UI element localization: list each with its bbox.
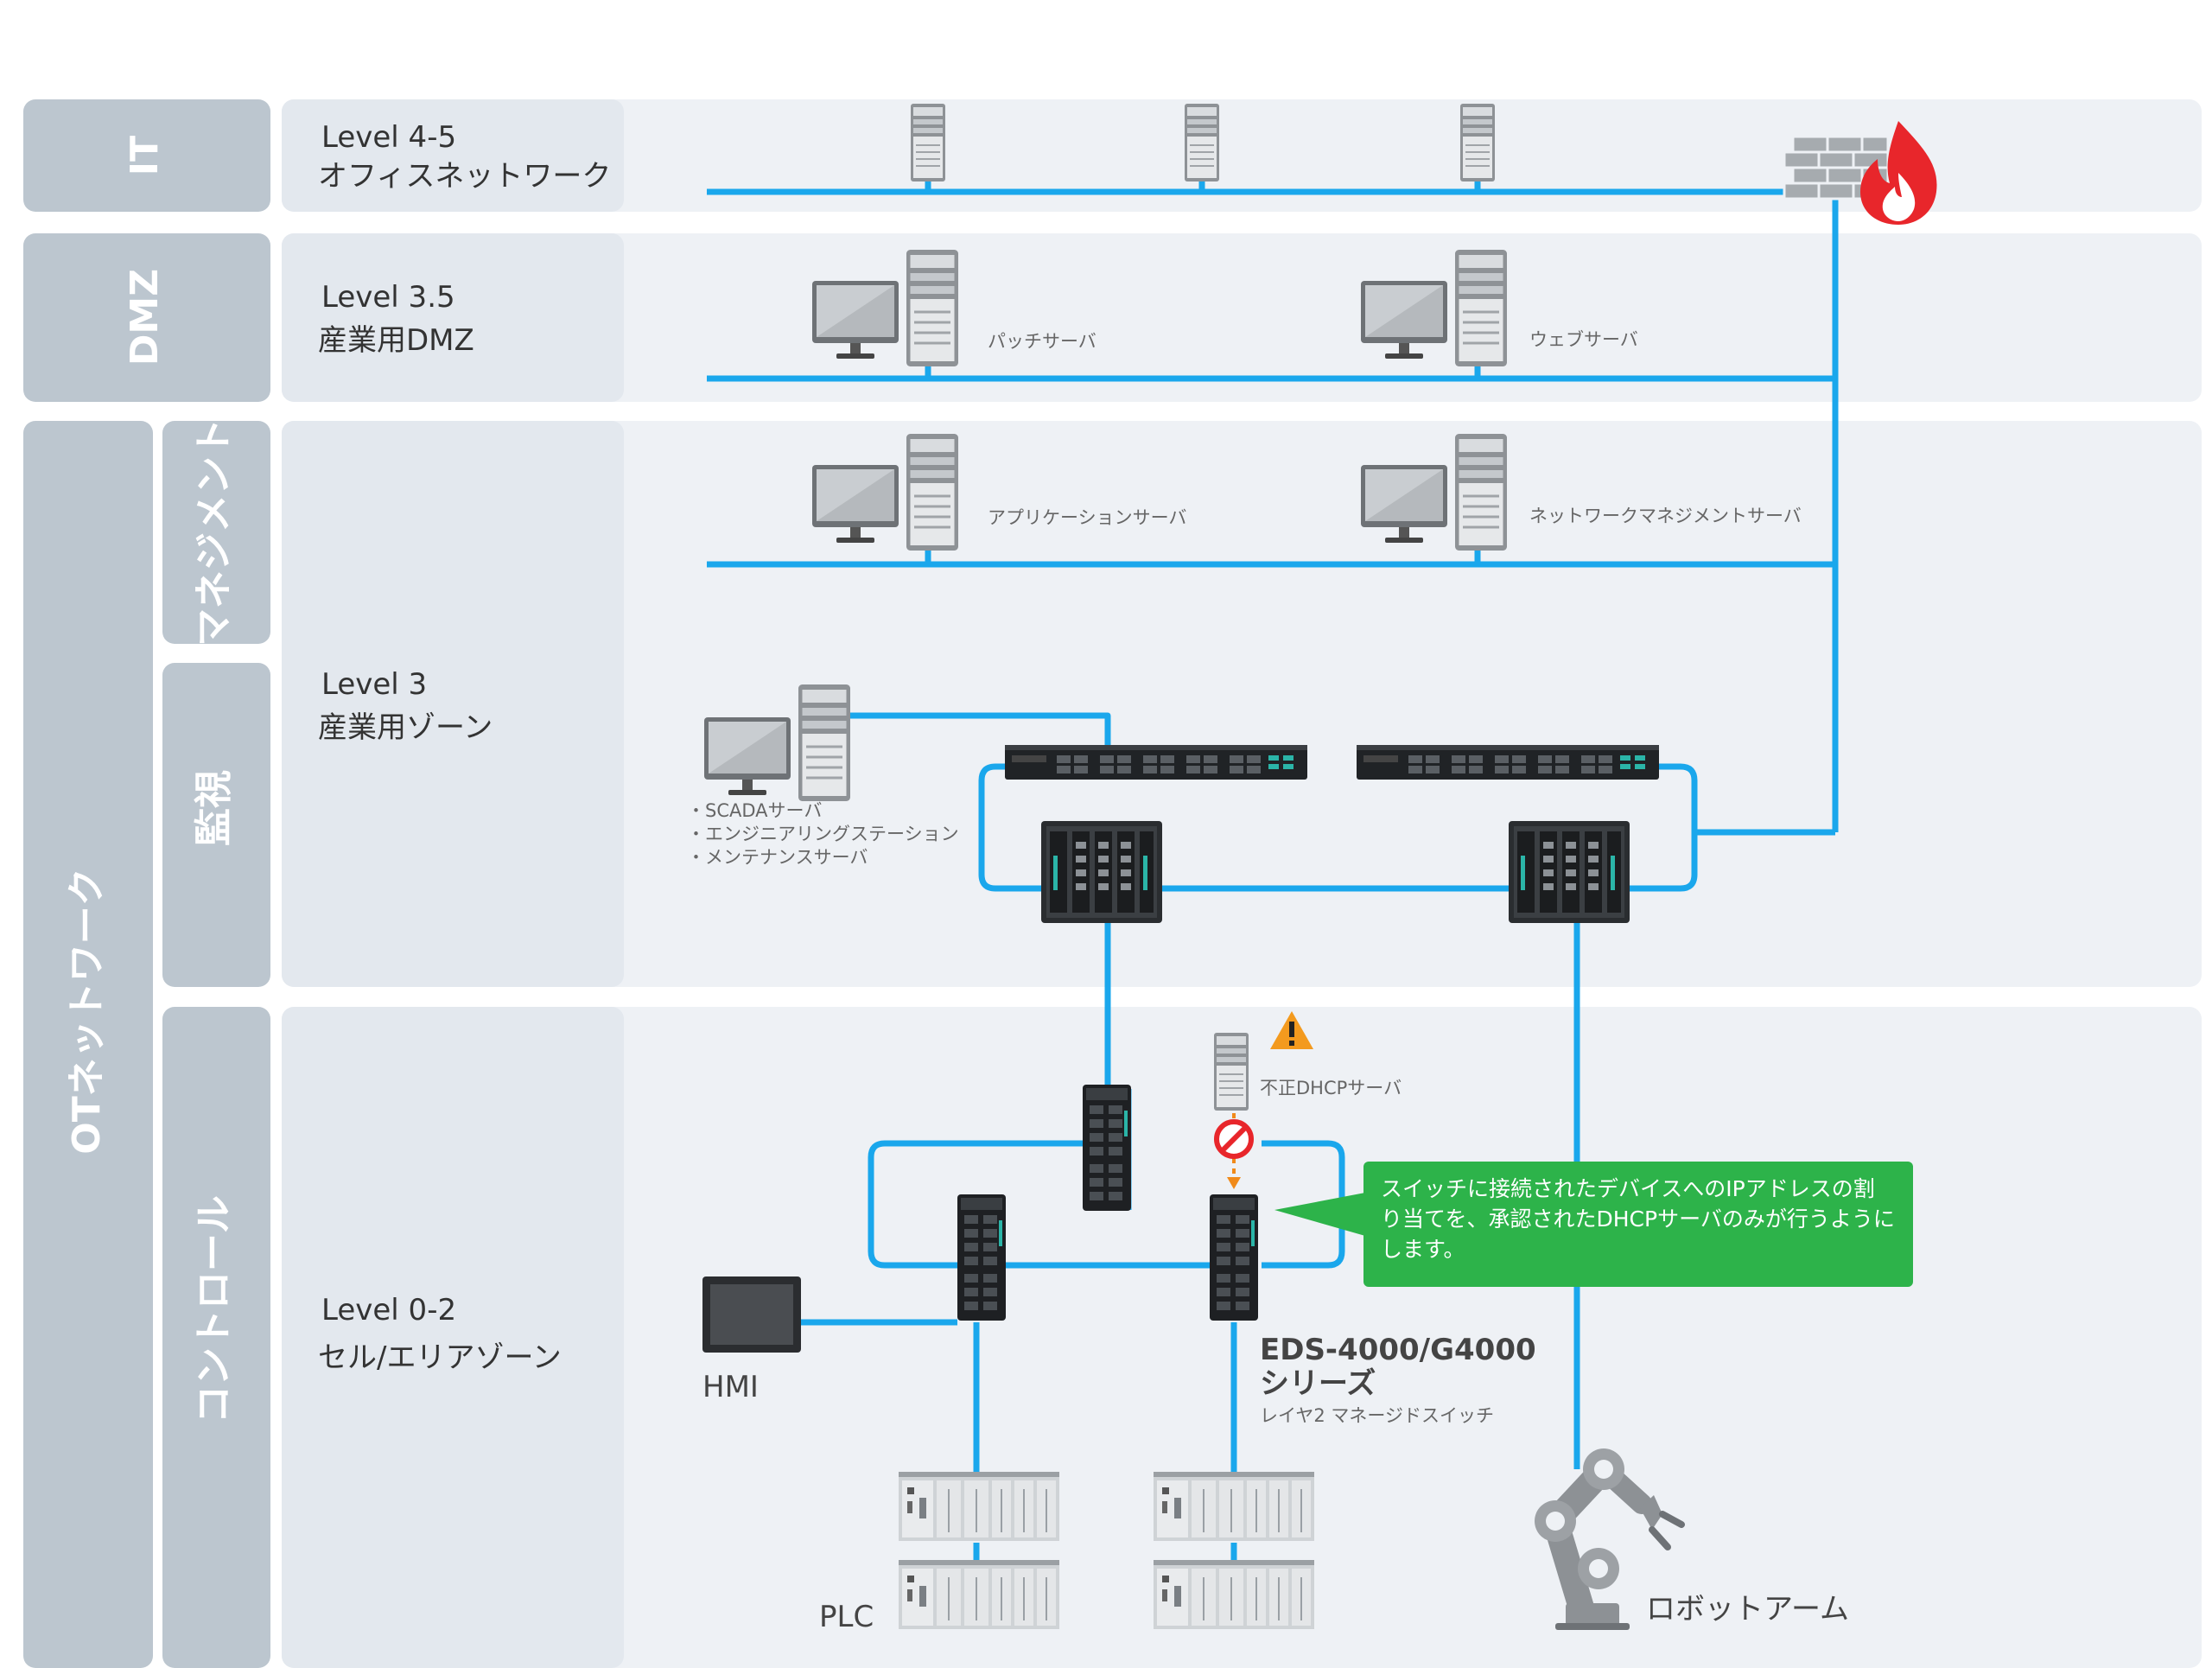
app-server-tower xyxy=(905,432,960,552)
core-switch-1 xyxy=(1005,745,1307,780)
rogue-dhcp-label: 不正DHCPサーバ xyxy=(1260,1078,1402,1098)
level-3-title: Level 3 xyxy=(321,667,427,702)
hmi-label: HMI xyxy=(702,1370,759,1404)
robot-arm-label: ロボットアーム xyxy=(1646,1592,1849,1627)
level-3-5-subtitle: 産業用DMZ xyxy=(318,323,474,358)
zone-tab-ot: OTネットワーク xyxy=(23,421,153,1668)
din-switch-top xyxy=(1083,1085,1131,1211)
level-4-5-title: Level 4-5 xyxy=(321,120,456,155)
scada-list-item-2: ・エンジニアリングステーション xyxy=(687,824,959,844)
firewall-icon xyxy=(1783,121,1937,225)
switch-series-title-1: EDS-4000/G4000 xyxy=(1260,1333,1536,1367)
zone-tab-management: マネジメント xyxy=(162,418,270,646)
hmi-device xyxy=(702,1276,801,1353)
zone-tab-monitoring: 監視 xyxy=(162,663,270,987)
plc-label: PLC xyxy=(819,1600,874,1634)
zone-label-ot: OTネットワーク xyxy=(65,868,109,1154)
zone-tab-dmz: DMZ xyxy=(23,233,270,402)
office-server-3 xyxy=(1459,103,1496,182)
level-3-5-title: Level 3.5 xyxy=(321,280,455,315)
zone-label-monitoring: 監視 xyxy=(192,770,236,846)
rogue-dhcp-server xyxy=(1213,1032,1249,1111)
scada-list-item-3: ・メンテナンスサーバ xyxy=(687,847,868,868)
scada-tower xyxy=(797,683,852,803)
web-server-label: ウェブサーバ xyxy=(1529,329,1638,350)
warning-icon xyxy=(1270,1011,1313,1049)
office-server-2 xyxy=(1184,103,1220,182)
zone-label-dmz: DMZ xyxy=(123,269,167,366)
din-switch-right xyxy=(1210,1194,1258,1321)
plc-unit-3 xyxy=(1153,1471,1315,1542)
zone-label-it: IT xyxy=(123,136,167,175)
web-server-tower xyxy=(1453,248,1509,368)
plc-unit-1 xyxy=(898,1471,1060,1542)
panel-level-4-5 xyxy=(282,99,2202,212)
din-switch-left xyxy=(957,1194,1006,1321)
robot-arm-icon xyxy=(1535,1448,1685,1630)
zone-label-control: コントロール xyxy=(192,1195,236,1423)
level-4-5-subtitle: オフィスネットワーク xyxy=(318,159,611,194)
level-0-2-subtitle: セル/エリアゾーン xyxy=(318,1340,562,1375)
nms-server-tower xyxy=(1453,432,1509,552)
callout-pointer xyxy=(1274,1193,1365,1236)
chassis-switch-1 xyxy=(1041,821,1162,923)
patch-server-label: パッチサーバ xyxy=(988,331,1096,352)
zone-tab-it: IT xyxy=(23,99,270,212)
core-switch-2 xyxy=(1357,745,1659,780)
dhcp-callout: スイッチに接続されたデバイスへのIPアドレスの割り当てを、承認されたDHCPサー… xyxy=(1363,1162,1913,1287)
patch-server-tower xyxy=(905,248,960,368)
panel-level-3-5 xyxy=(282,233,2202,402)
zone-label-management: マネジメント xyxy=(192,418,236,646)
zone-tab-control: コントロール xyxy=(162,1007,270,1668)
switch-series-title-2: シリーズ xyxy=(1260,1366,1376,1401)
plc-unit-2 xyxy=(898,1559,1060,1630)
scada-list-item-1: ・SCADAサーバ xyxy=(687,800,822,821)
panel-level-3 xyxy=(282,421,2202,987)
dhcp-block-path xyxy=(1227,1113,1241,1189)
nms-server-label: ネットワークマネジメントサーバ xyxy=(1529,506,1802,526)
chassis-switch-2 xyxy=(1509,821,1630,923)
level-3-subtitle: 産業用ゾーン xyxy=(318,710,493,745)
switch-series-subtitle: レイヤ2 マネージドスイッチ xyxy=(1260,1405,1494,1426)
prohibited-icon xyxy=(1214,1119,1254,1159)
level-0-2-title: Level 0-2 xyxy=(321,1293,456,1327)
plc-unit-4 xyxy=(1153,1559,1315,1630)
office-server-1 xyxy=(910,103,946,182)
app-server-label: アプリケーションサーバ xyxy=(988,507,1186,528)
